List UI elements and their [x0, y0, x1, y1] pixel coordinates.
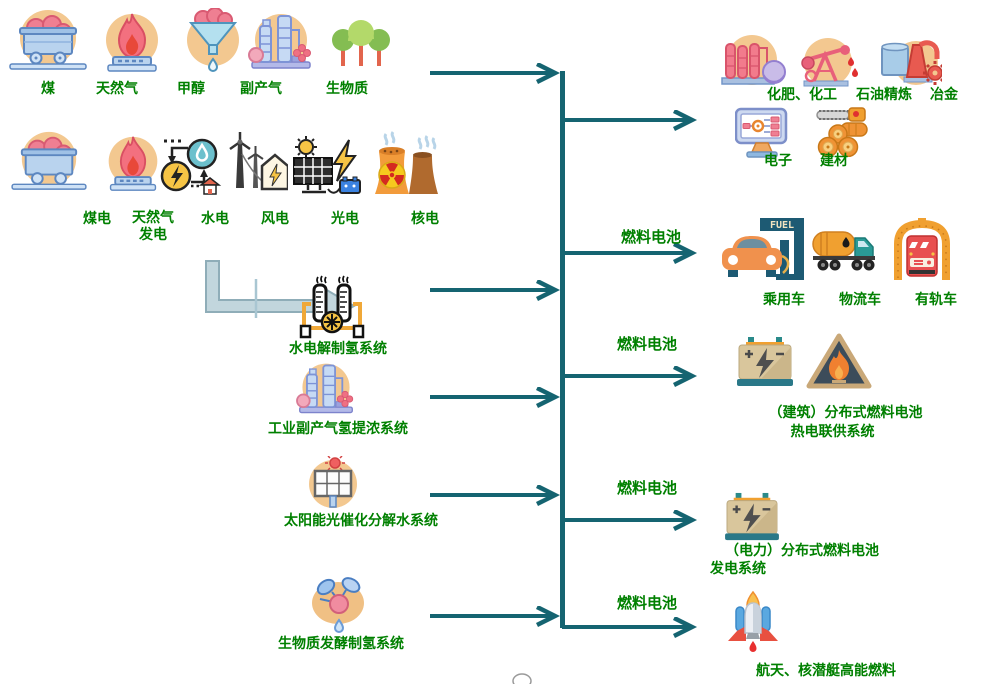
label-nuclear-power: 核电 — [411, 211, 439, 227]
flammable-triangle-icon — [806, 333, 872, 390]
fuel-cell-battery-icon — [723, 492, 781, 542]
gas-refinery-icon — [290, 360, 362, 418]
label-electronics: 电子 — [764, 153, 792, 169]
label-building-chp-line1: （建筑）分布式燃料电池 — [768, 405, 923, 421]
label-wind-power: 风电 — [261, 211, 289, 227]
label-byproduct-system: 工业副产气氢提浓系统 — [268, 421, 408, 437]
gas-flame-icon — [104, 132, 162, 196]
label-photocatalysis-system: 太阳能光催化分解水系统 — [284, 513, 438, 529]
label-methanol: 甲醇 — [177, 81, 205, 97]
label-coal-power: 煤电 — [83, 211, 111, 227]
label-fermentation-system: 生物质发酵制氢系统 — [278, 636, 404, 652]
label-power-gen-line1: （电力）分布式燃料电池 — [725, 543, 879, 559]
photocatalysis-panel-icon — [303, 456, 363, 512]
chemical-plant-icon — [718, 32, 786, 89]
label-natural-gas: 天然气 — [96, 81, 138, 97]
label-fertilizer-chemical: 化肥、化工 — [767, 87, 837, 103]
fuel-cell-label-1: 燃料电池 — [620, 228, 681, 246]
fuel-cell-battery-icon — [736, 336, 794, 388]
car-fuel-station-icon: FUEL — [720, 216, 806, 282]
solar-power-icon — [292, 136, 362, 198]
label-hydro-power: 水电 — [201, 211, 229, 227]
label-electrolysis-system: 水电解制氢系统 — [289, 341, 387, 357]
label-solar-power: 光电 — [331, 211, 359, 227]
label-oil-refining: 石油精炼 — [856, 87, 912, 103]
coal-cart-icon — [8, 6, 88, 74]
wind-power-icon — [226, 132, 288, 196]
label-byproduct-gas: 副产气 — [240, 81, 282, 97]
fuel-cell-label-3: 燃料电池 — [616, 479, 677, 497]
label-logistics-truck: 物流车 — [839, 292, 881, 308]
label-passenger-car: 乘用车 — [763, 292, 805, 308]
fuel-sign-text: FUEL — [770, 220, 794, 231]
oil-pumpjack-icon — [798, 35, 862, 89]
label-building-materials: 建材 — [820, 153, 848, 169]
electrolysis-icon — [298, 274, 366, 340]
label-coal: 煤 — [41, 81, 55, 97]
label-gas-power: 天然气 发电 — [132, 210, 174, 243]
nuclear-power-icon — [372, 130, 440, 198]
label-metallurgy: 冶金 — [930, 87, 958, 103]
gas-flame-icon — [101, 10, 163, 76]
biomass-trees-icon — [330, 14, 392, 72]
logistics-truck-icon — [811, 228, 879, 273]
rocket-icon — [724, 591, 782, 655]
building-materials-icon — [815, 107, 869, 157]
label-tram: 有轨车 — [915, 292, 957, 308]
ellipse-mark — [512, 673, 532, 684]
fuel-cell-label-4: 燃料电池 — [616, 594, 677, 612]
tram-icon — [893, 218, 951, 280]
fuel-cell-label-2: 燃料电池 — [616, 335, 677, 353]
electronics-monitor-icon — [735, 107, 789, 159]
label-aerospace: 航天、核潜艇高能燃料 — [756, 663, 896, 679]
coal-cart-icon — [10, 128, 88, 194]
methanol-funnel-icon — [183, 8, 243, 74]
metallurgy-icon — [880, 37, 942, 87]
fermentation-icon — [306, 576, 372, 636]
label-building-chp-line2: 热电联供系统 — [790, 424, 875, 440]
label-biomass: 生物质 — [326, 81, 368, 97]
byproduct-gas-plant-icon — [248, 10, 314, 74]
label-power-gen-line2: 发电系统 — [710, 561, 766, 577]
hydro-power-icon — [158, 134, 222, 198]
